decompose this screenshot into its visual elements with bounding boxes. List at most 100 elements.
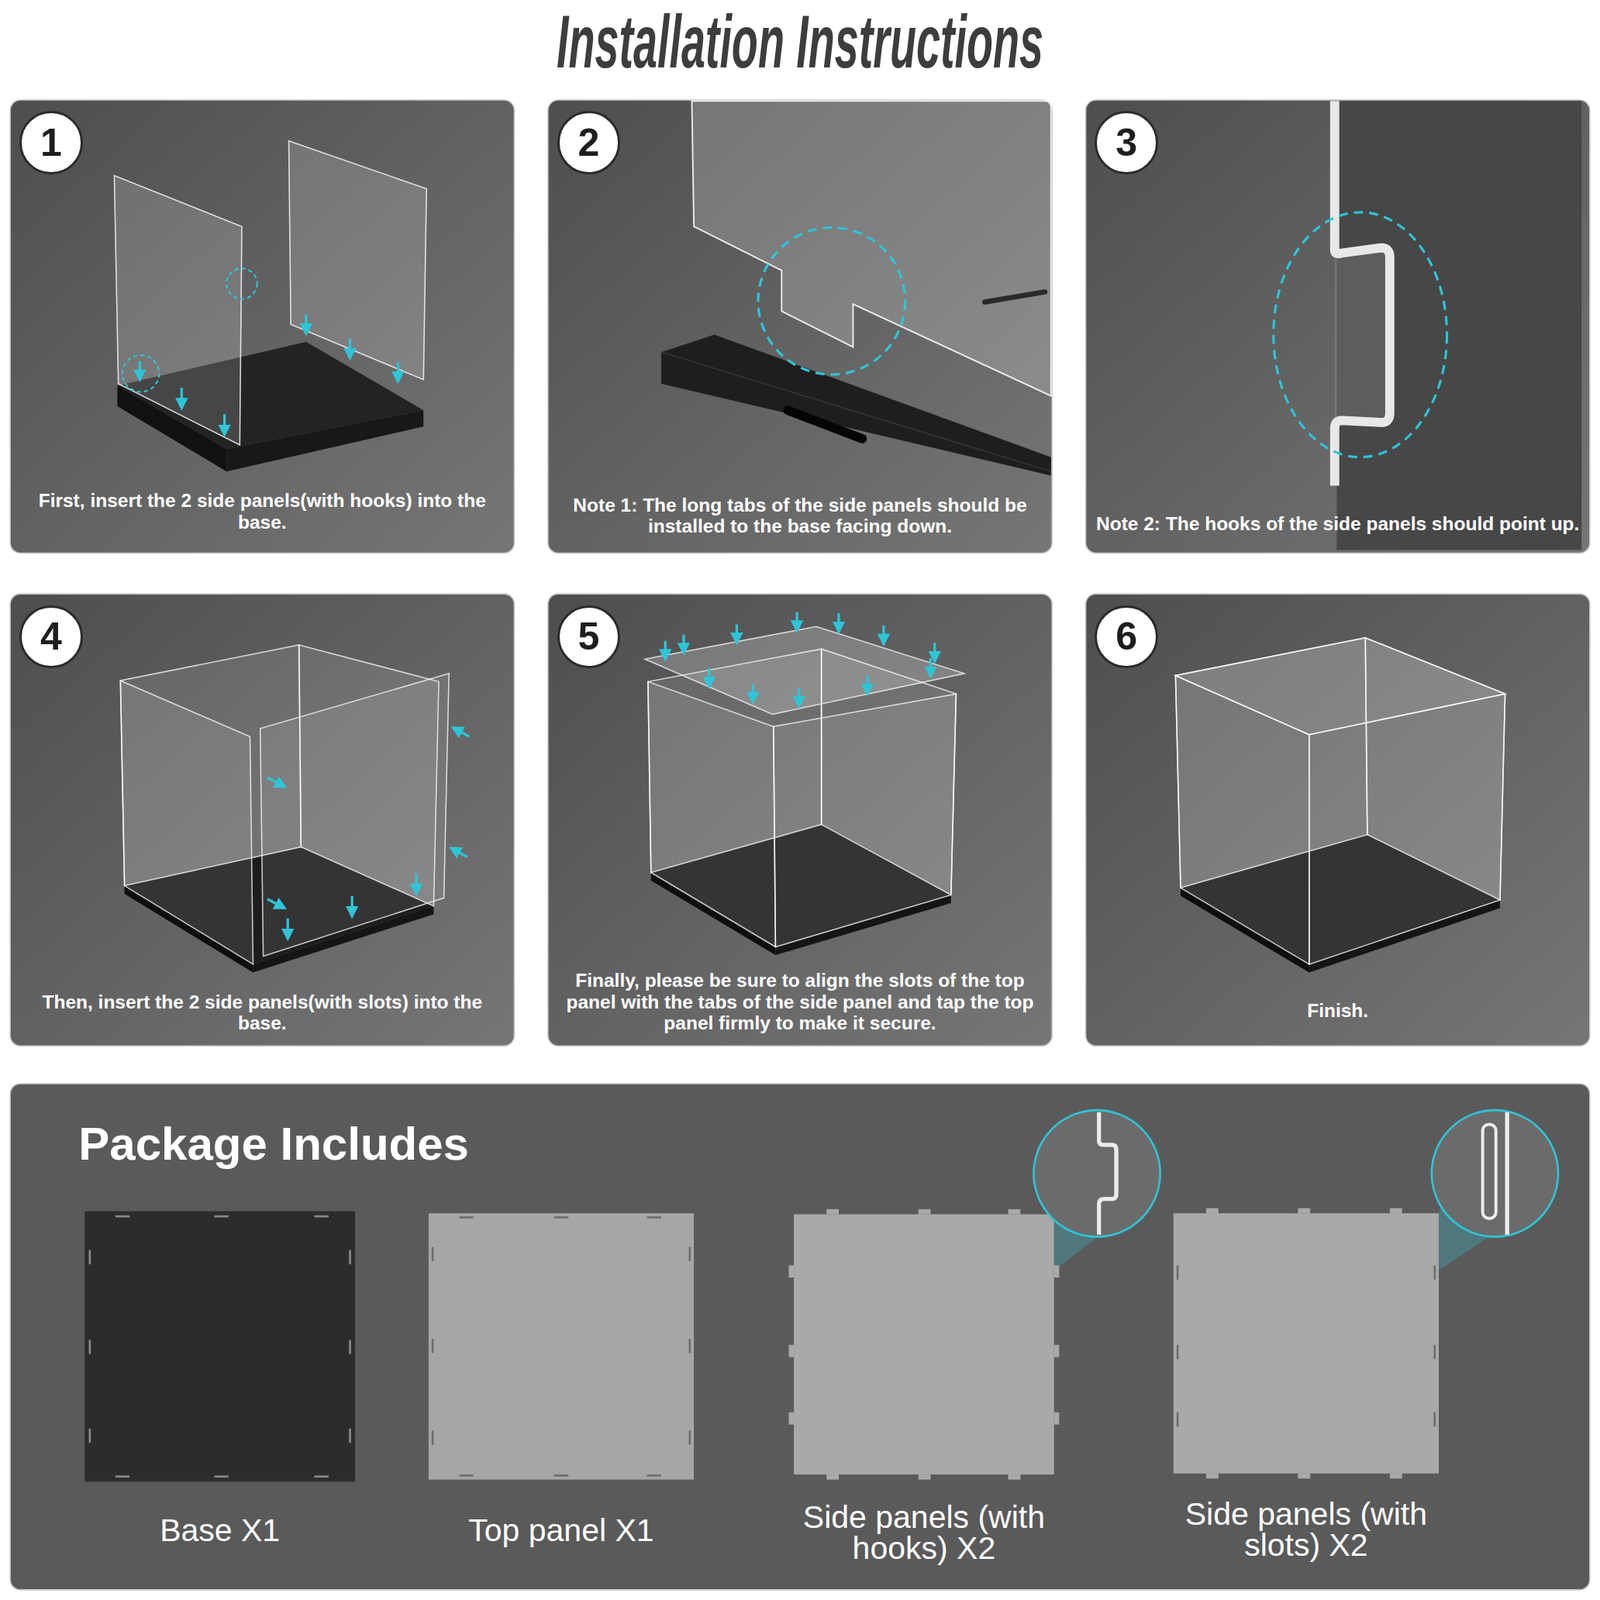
part-side-hooks-shape	[1008, 1209, 1021, 1215]
part-top-panel-shape	[431, 1430, 435, 1445]
part-top-panel-shape	[554, 1216, 569, 1219]
step2-closeup	[661, 100, 1052, 476]
step-caption: Finally, please be sure to align the slo…	[554, 969, 1046, 1034]
step-panel: 4Then, insert the 2 side panels(with slo…	[10, 593, 514, 1046]
part-base-shape	[348, 1250, 352, 1265]
step-number: 4	[19, 605, 83, 669]
package-panel: Package IncludesBase X1Top panel X1Side …	[10, 1083, 1590, 1590]
step-caption: Note 2: The hooks of the side panels sho…	[1091, 513, 1583, 535]
part-top-panel-shape	[458, 1216, 473, 1219]
part-side-slots-shape	[1433, 1412, 1436, 1427]
step4-figure-shape	[414, 873, 418, 894]
panel-grounds-shape	[10, 100, 514, 553]
part-side-slots-shape	[1176, 1344, 1180, 1359]
step4-figure-shape	[267, 727, 470, 939]
step4-figure	[120, 644, 469, 973]
step2-closeup-shape	[787, 410, 863, 439]
step5-figure-shape	[795, 612, 798, 632]
step5-figure-shape	[664, 641, 667, 660]
step5-figure-shape	[929, 658, 932, 677]
part-base-shape	[89, 1428, 92, 1443]
step1-figure-shape	[223, 413, 226, 435]
part-top-panel-shape	[431, 1338, 435, 1353]
part-card: Base X1	[84, 1210, 356, 1569]
part-card: Side panels (with hooks) X2	[793, 1213, 1055, 1572]
step4-figure-shape	[350, 896, 353, 917]
part-side-hooks-shape	[1054, 1265, 1060, 1278]
section-heading: Package Includes	[78, 1118, 469, 1170]
step1-figure-shape	[226, 268, 257, 299]
step4-figure-shape	[452, 727, 469, 738]
part-side-slots-shape	[1206, 1208, 1219, 1214]
part-top-panel-shape	[554, 1474, 569, 1477]
step-number: 5	[557, 605, 621, 669]
step5-figure-shape	[707, 668, 711, 687]
part-base	[84, 1210, 356, 1482]
step1-figure-shape	[122, 268, 258, 392]
step3-closeup-shape	[1334, 248, 1390, 423]
step5-figure-shape	[933, 642, 936, 662]
step5-figure-shape	[773, 693, 957, 947]
step-caption: First, insert the 2 side panels(with hoo…	[16, 489, 508, 533]
step1-figure-shape	[304, 313, 307, 334]
part-top-panel-shape	[432, 1217, 690, 1476]
step4-figure-shape	[260, 673, 450, 957]
panel-grounds	[10, 100, 1590, 1590]
part-side-hooks-shape	[1008, 1474, 1021, 1480]
step-number: 1	[19, 110, 83, 175]
part-top-panel-shape	[647, 1216, 662, 1219]
part-side-hooks-shape	[789, 1344, 795, 1358]
step1-figure-shape	[122, 355, 159, 392]
step1-figure-shape	[226, 410, 424, 472]
step-panel: 2Note 1: The long tabs of the side panel…	[548, 100, 1052, 553]
part-top-panel-shape	[458, 1474, 473, 1477]
panel-grounds-shape	[548, 593, 1052, 1046]
part-base-shape	[89, 1339, 92, 1354]
part-side-slots	[1173, 1110, 1559, 1479]
step1-figure-shape	[289, 141, 428, 380]
panel-grounds-shape	[548, 100, 1052, 553]
part-side-hooks-shape	[918, 1474, 932, 1480]
step3-closeup	[1273, 100, 1583, 550]
part-base-shape	[313, 1475, 328, 1478]
part-label: Base X1	[72, 1514, 368, 1546]
step5-figure-shape	[644, 626, 965, 714]
part-card: Side panels (with slots) X2	[1173, 1213, 1439, 1571]
part-side-hooks-shape	[789, 1265, 795, 1278]
part-side-slots-shape	[1176, 1265, 1180, 1280]
part-side-hooks-shape	[918, 1209, 932, 1215]
step5-figure-shape	[665, 612, 935, 707]
step5-figure	[644, 612, 965, 956]
step2-closeup-shape	[984, 291, 1045, 302]
part-top-panel-shape	[647, 1474, 662, 1477]
part-side-hooks-shape	[789, 1209, 1060, 1480]
step1-figure-shape	[139, 313, 398, 435]
step4-figure-shape	[120, 644, 449, 965]
step6-figure-shape	[1175, 637, 1505, 735]
part-side-slots-shape	[1431, 1110, 1559, 1237]
step-caption: Finish.	[1091, 1000, 1583, 1021]
step-panel: 3Note 2: The hooks of the side panels sh…	[1086, 100, 1590, 553]
part-side-slots-shape	[1389, 1473, 1403, 1480]
part-top-panel	[428, 1213, 694, 1480]
step-panel: 5Finally, please be sure to align the sl…	[548, 593, 1052, 1046]
step6-figure-shape	[1175, 637, 1505, 965]
step1-figure-shape	[396, 362, 400, 382]
step6-figure	[1175, 637, 1505, 973]
step4-figure-shape	[267, 777, 285, 787]
step5-figure-shape	[682, 634, 685, 654]
step4-figure-shape	[286, 918, 290, 939]
step3-closeup-shape	[1334, 100, 1390, 486]
step1-figure-shape	[113, 175, 242, 445]
step5-figure-shape	[648, 681, 776, 947]
step1-figure-shape	[138, 361, 142, 380]
part-top-panel-shape	[689, 1247, 692, 1262]
step-caption: Then, insert the 2 side panels(with slot…	[16, 991, 508, 1035]
part-side-slots-shape	[1482, 1124, 1497, 1219]
step-caption: Note 1: The long tabs of the side panels…	[554, 494, 1046, 538]
step4-figure-shape	[120, 680, 253, 965]
part-label: Side panels (with hooks) X2	[776, 1501, 1072, 1564]
